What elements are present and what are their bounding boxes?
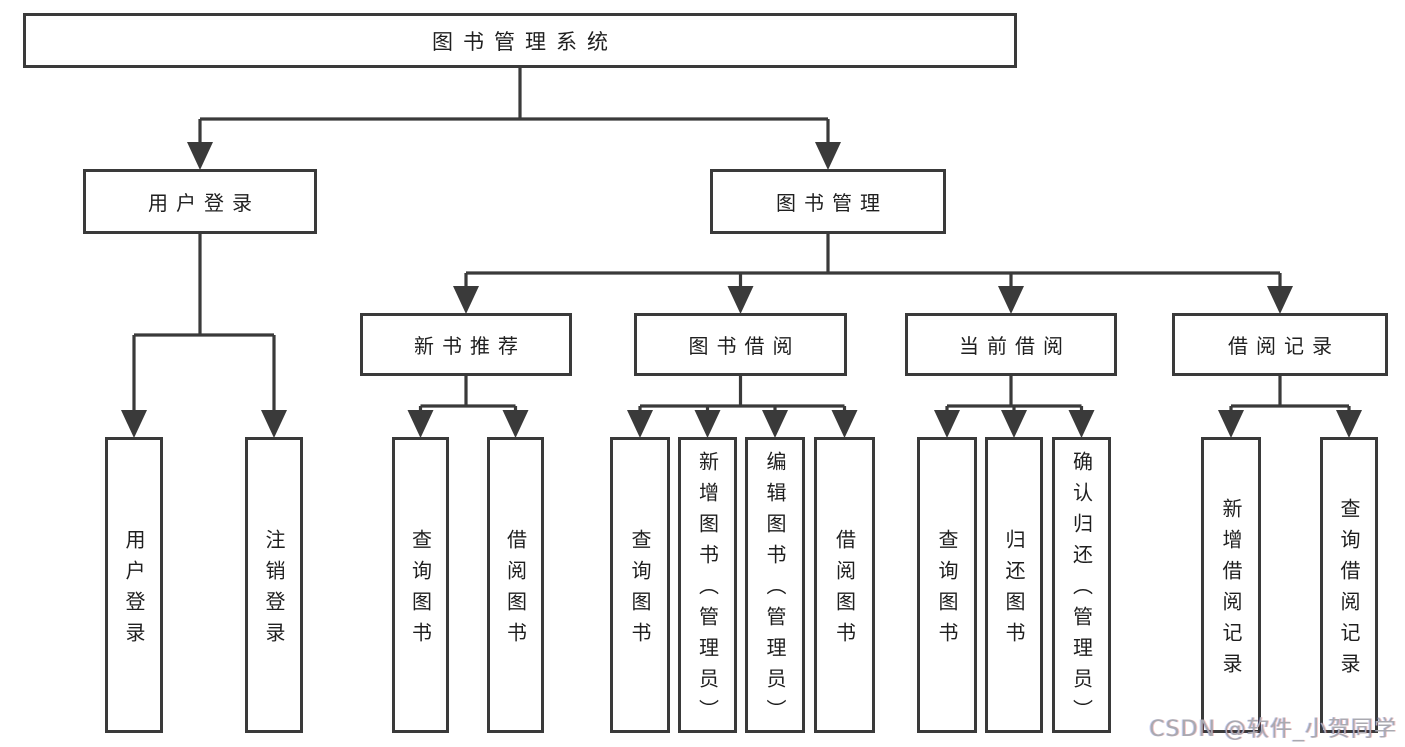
connector-lines: [1229, 376, 1351, 423]
node-bb-edit-books-admin: 编辑图书（管理员）: [745, 437, 805, 733]
connector-lines: [418, 376, 518, 423]
arrowhead: [934, 410, 960, 438]
arrowhead: [998, 286, 1024, 314]
arrowhead: [121, 410, 147, 438]
arrowhead: [502, 410, 529, 438]
node-label-bb-edit-books-admin: 编辑图书（管理员）: [763, 451, 787, 730]
connector-book-borrowing: [627, 376, 858, 438]
arrowhead: [407, 410, 434, 438]
connector-book-management: [453, 234, 1293, 314]
node-book-management: 图书管理: [710, 169, 946, 234]
arrowhead: [815, 142, 841, 170]
arrowhead: [187, 142, 213, 170]
node-logout: 注销登录: [245, 437, 303, 733]
connector-lines: [638, 376, 847, 423]
node-label-new-book-recommendation: 新书推荐: [414, 334, 526, 358]
node-user-login: 用户登录: [83, 169, 317, 234]
node-label-logout: 注销登录: [262, 528, 286, 653]
node-label-cb-confirm-return-admin: 确认归还（管理员）: [1069, 451, 1094, 730]
arrowhead: [694, 410, 721, 438]
connector-user-login: [121, 234, 287, 438]
arrowhead: [627, 410, 653, 438]
node-bb-borrow-books: 借阅图书: [814, 437, 875, 733]
connector-lines: [132, 234, 276, 423]
node-new-book-recommendation: 新书推荐: [360, 313, 572, 376]
arrowhead: [762, 410, 788, 438]
node-nr-borrow-books: 借阅图书: [487, 437, 544, 733]
node-label-cb-return-books: 归还图书: [1002, 528, 1026, 653]
node-book-borrowing: 图书借阅: [634, 313, 847, 376]
node-label-bb-add-books-admin: 新增图书（管理员）: [695, 451, 720, 730]
node-label-user-login: 用户登录: [148, 191, 260, 215]
node-root: 图书管理系统: [23, 13, 1017, 68]
arrowhead: [1267, 286, 1293, 314]
node-current-borrowing: 当前借阅: [905, 313, 1117, 376]
node-cb-confirm-return-admin: 确认归还（管理员）: [1052, 437, 1111, 733]
connector-borrowing-records: [1218, 376, 1362, 438]
node-br-add-record: 新增借阅记录: [1201, 437, 1261, 733]
node-nr-query-books: 查询图书: [392, 437, 449, 733]
arrowhead: [1068, 410, 1095, 438]
node-bb-add-books-admin: 新增图书（管理员）: [678, 437, 737, 733]
arrowhead: [831, 410, 858, 438]
node-borrowing-records: 借阅记录: [1172, 313, 1388, 376]
node-label-root: 图书管理系统: [432, 29, 618, 54]
connector-lines: [464, 234, 1282, 299]
node-label-login: 用户登录: [122, 528, 146, 653]
node-bb-query-books: 查询图书: [610, 437, 670, 733]
node-label-br-add-record: 新增借阅记录: [1219, 497, 1243, 684]
node-cb-query-books: 查询图书: [917, 437, 977, 733]
node-login: 用户登录: [105, 437, 163, 733]
arrowhead: [453, 286, 479, 314]
arrowhead: [727, 286, 754, 314]
node-cb-return-books: 归还图书: [985, 437, 1043, 733]
node-br-query-record: 查询借阅记录: [1320, 437, 1378, 733]
node-label-cb-query-books: 查询图书: [935, 528, 959, 653]
arrowhead: [1336, 410, 1362, 438]
connector-new-book-recommendation: [407, 376, 529, 438]
connector-root: [187, 68, 841, 170]
node-label-br-query-record: 查询借阅记录: [1337, 497, 1361, 684]
node-label-current-borrowing: 当前借阅: [959, 334, 1071, 358]
node-label-bb-borrow-books: 借阅图书: [832, 528, 857, 653]
arrowhead: [1001, 410, 1027, 438]
arrowhead: [1218, 410, 1244, 438]
arrowhead: [261, 410, 287, 438]
node-label-bb-query-books: 查询图书: [628, 528, 652, 653]
connector-lines: [945, 376, 1084, 423]
node-label-book-borrowing: 图书借阅: [688, 334, 801, 358]
connector-current-borrowing: [934, 376, 1095, 438]
watermark: CSDN @软件_小贺同学: [1149, 717, 1397, 742]
connector-lines: [198, 68, 830, 155]
node-label-nr-borrow-books: 借阅图书: [503, 528, 528, 653]
node-label-book-management: 图书管理: [776, 191, 888, 215]
node-label-nr-query-books: 查询图书: [408, 528, 433, 653]
node-label-borrowing-records: 借阅记录: [1228, 334, 1340, 358]
